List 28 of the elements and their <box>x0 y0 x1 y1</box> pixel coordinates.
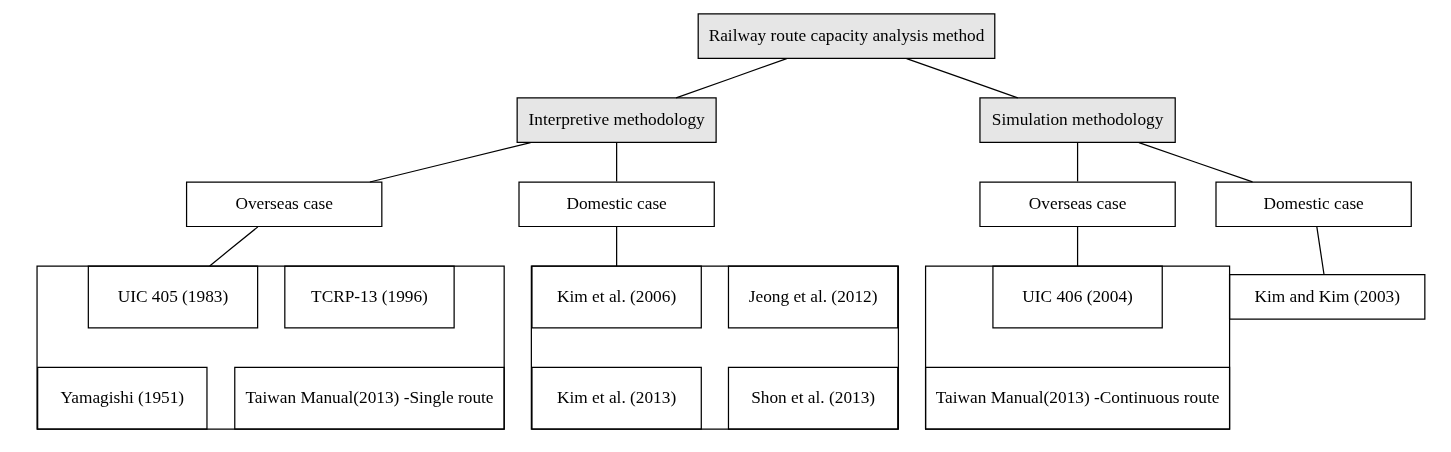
node-box: Kim et al. (2013) <box>530 366 702 430</box>
connector <box>615 141 617 182</box>
node-box: TCRP-13 (1996) <box>283 264 455 328</box>
connector <box>675 57 787 98</box>
node-box: Kim et al. (2006) <box>530 264 702 328</box>
node-box: Railway route capacity analysis method <box>697 12 995 59</box>
node-box: Domestic case <box>1214 180 1412 227</box>
node-box: Kim and Kim (2003) <box>1228 273 1425 320</box>
connector <box>208 225 258 267</box>
node-box: Jeong et al. (2012) <box>727 264 898 328</box>
node-box: Interpretive methodology <box>516 96 717 143</box>
connector <box>905 57 1018 98</box>
connector <box>1137 141 1253 183</box>
node-box: UIC 405 (1983) <box>87 264 258 328</box>
connector <box>1315 225 1325 275</box>
node-box: Taiwan Manual(2013) -Continuous route <box>924 366 1230 430</box>
node-box: Shon et al. (2013) <box>727 366 898 430</box>
connector <box>615 225 617 267</box>
node-box: Yamagishi (1951) <box>36 366 208 430</box>
node-box: UIC 406 (2004) <box>991 264 1163 328</box>
node-box: Overseas case <box>185 180 382 227</box>
node-box: Simulation methodology <box>978 96 1176 143</box>
connector <box>1076 225 1078 267</box>
node-box: Taiwan Manual(2013) -Single route <box>233 366 505 430</box>
connector <box>368 141 531 183</box>
node-box: Domestic case <box>517 180 715 227</box>
connector <box>1076 141 1078 182</box>
node-box: Overseas case <box>978 180 1176 227</box>
